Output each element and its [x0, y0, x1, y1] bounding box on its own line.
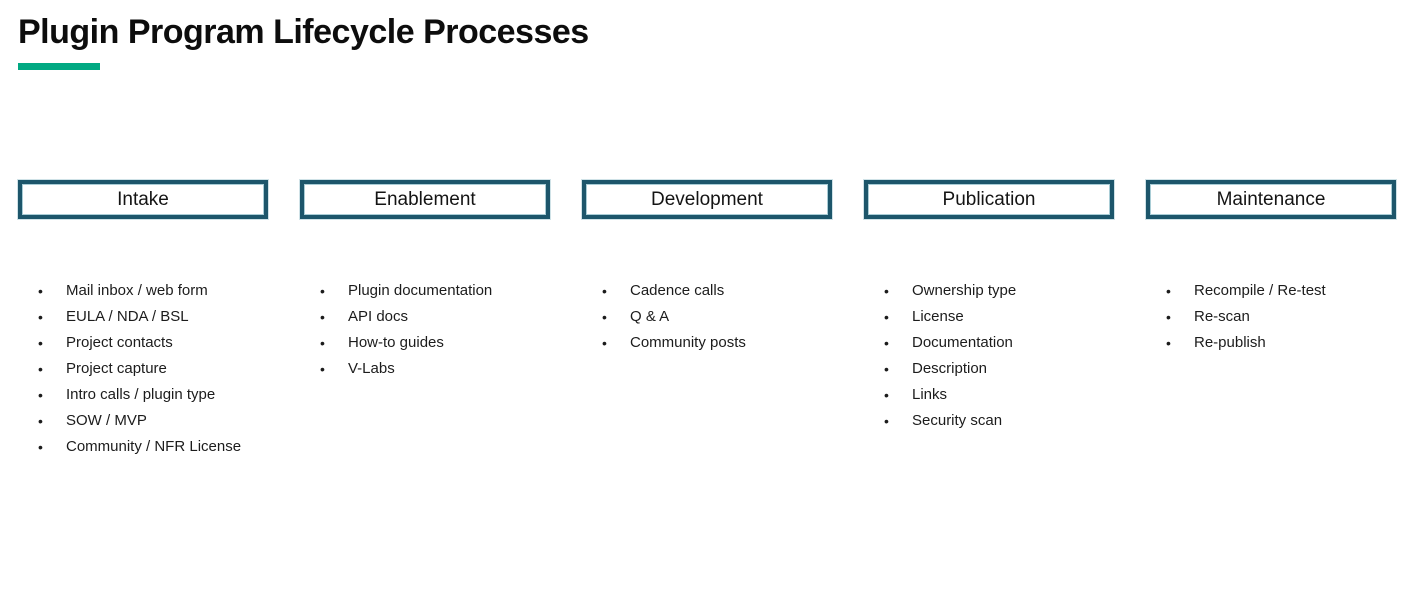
bullet-icon: • [38, 309, 43, 325]
stage-item-list: • Recompile / Re-test • Re-scan • Re-publish [1146, 282, 1396, 352]
list-item: • Links [884, 386, 1114, 404]
list-item-label: SOW / MVP [66, 412, 147, 429]
list-item-label: Q & A [630, 308, 670, 325]
stage-header-label: Enablement [374, 188, 476, 210]
list-item: • EULA / NDA / BSL [38, 308, 268, 326]
bullet-icon: • [1166, 335, 1171, 351]
list-item-label: Intro calls / plugin type [66, 386, 216, 403]
stage-header-box: Intake [18, 180, 268, 219]
list-item: • Description [884, 360, 1114, 378]
list-item: • Q & A [602, 308, 832, 326]
list-item-label: Security scan [912, 412, 1003, 429]
title-accent-rule [18, 63, 100, 70]
bullet-icon: • [602, 309, 607, 325]
lifecycle-stage-column: Enablement • Plugin documentation • API doc… [300, 180, 550, 465]
lifecycle-columns: Intake • Mail inbox / web form • EULA / NDA… [18, 180, 1427, 465]
list-item: • Community posts [602, 334, 832, 352]
stage-header-box: Enablement [300, 180, 550, 219]
list-item: • Intro calls / plugin type [38, 386, 268, 404]
list-item: • License [884, 308, 1114, 326]
list-item: • How-to guides [320, 334, 550, 352]
list-item-label: How-to guides [348, 334, 444, 351]
page-title: Plugin Program Lifecycle Processes [18, 13, 589, 51]
bullet-icon: • [38, 283, 43, 299]
list-item-label: API docs [348, 308, 409, 325]
bullet-icon: • [884, 413, 889, 429]
list-item: • API docs [320, 308, 550, 326]
list-item-label: Community posts [630, 334, 746, 351]
list-item-label: Ownership type [912, 282, 1017, 299]
bullet-icon: • [1166, 309, 1171, 325]
stage-header-label: Development [651, 188, 763, 210]
list-item: • Project capture [38, 360, 268, 378]
stage-item-list: •Mail inbox / web form•EULA / NDA / BSL•… [18, 282, 268, 456]
bullet-icon: • [38, 387, 43, 403]
list-item-label: Community / NFR License [66, 438, 242, 455]
list-item: • Recompile / Re-test [1166, 282, 1396, 300]
bullet-icon: • [38, 361, 43, 377]
bullet-icon: • [602, 283, 607, 299]
stage-header-label: Maintenance [1216, 188, 1326, 210]
stage-header-box: Maintenance [1146, 180, 1396, 219]
list-item: • Ownership type [884, 282, 1114, 300]
list-item: • Community / NFR License [38, 438, 268, 456]
stage-item-list: • Plugin documentation • API docs • How-to gu… [300, 282, 550, 378]
bullet-icon: • [884, 361, 889, 377]
stage-item-list: • Cadence calls • Q & A • Community posts [582, 282, 832, 352]
bullet-icon: • [320, 335, 325, 351]
stage-header-box: Publication [864, 180, 1114, 219]
list-item: • Security scan [884, 412, 1114, 430]
list-item-label: Plugin documentation [348, 282, 493, 299]
bullet-icon: • [38, 413, 43, 429]
list-item: • Documentation [884, 334, 1114, 352]
list-item-label: Recompile / Re-test [1194, 282, 1326, 299]
list-item-label: Description [912, 360, 988, 377]
list-item: • Re-publish [1166, 334, 1396, 352]
bullet-icon: • [884, 387, 889, 403]
list-item-label: Project contacts [66, 334, 173, 351]
lifecycle-stage-column: Publication • Ownership type • License • Docu… [864, 180, 1114, 465]
lifecycle-stage-column: Development • Cadence calls • Q & A • Communi… [582, 180, 832, 465]
bullet-icon: • [884, 335, 889, 351]
bullet-icon: • [320, 283, 325, 299]
list-item-label: Documentation [912, 334, 1013, 351]
bullet-icon: • [320, 309, 325, 325]
bullet-icon: • [884, 283, 889, 299]
stage-header-box: Development [582, 180, 832, 219]
list-item: • Cadence calls [602, 282, 832, 300]
bullet-icon: • [38, 335, 43, 351]
list-item-label: Links [912, 386, 948, 403]
list-item: • SOW / MVP [38, 412, 268, 430]
stage-header-label: Publication [942, 188, 1036, 210]
list-item-label: Re-scan [1194, 308, 1250, 325]
slide: Plugin Program Lifecycle Processes Intak… [0, 12, 1427, 603]
bullet-icon: • [320, 361, 325, 377]
list-item: • Mail inbox / web form [38, 282, 268, 300]
bullet-icon: • [884, 309, 889, 325]
list-item: • V-Labs [320, 360, 550, 378]
list-item-label: Cadence calls [630, 282, 725, 299]
bullet-icon: • [1166, 283, 1171, 299]
list-item-label: V-Labs [348, 360, 395, 377]
stage-item-list: • Ownership type • License • Documentation • De… [864, 282, 1114, 430]
list-item-label: Project capture [66, 360, 167, 377]
list-item-label: Mail inbox / web form [66, 282, 208, 299]
list-item-label: License [912, 308, 964, 325]
stage-header-label: Intake [117, 188, 169, 210]
bullet-icon: • [38, 439, 43, 455]
list-item-label: EULA / NDA / BSL [66, 308, 189, 325]
list-item-label: Re-publish [1194, 334, 1266, 351]
list-item: • Re-scan [1166, 308, 1396, 326]
list-item: • Plugin documentation [320, 282, 550, 300]
bullet-icon: • [602, 335, 607, 351]
lifecycle-stage-column: Intake • Mail inbox / web form • EULA / NDA… [18, 180, 268, 465]
lifecycle-stage-column: Maintenance • Recompile / Re-test • Re-scan… [1146, 180, 1396, 465]
list-item: • Project contacts [38, 334, 268, 352]
